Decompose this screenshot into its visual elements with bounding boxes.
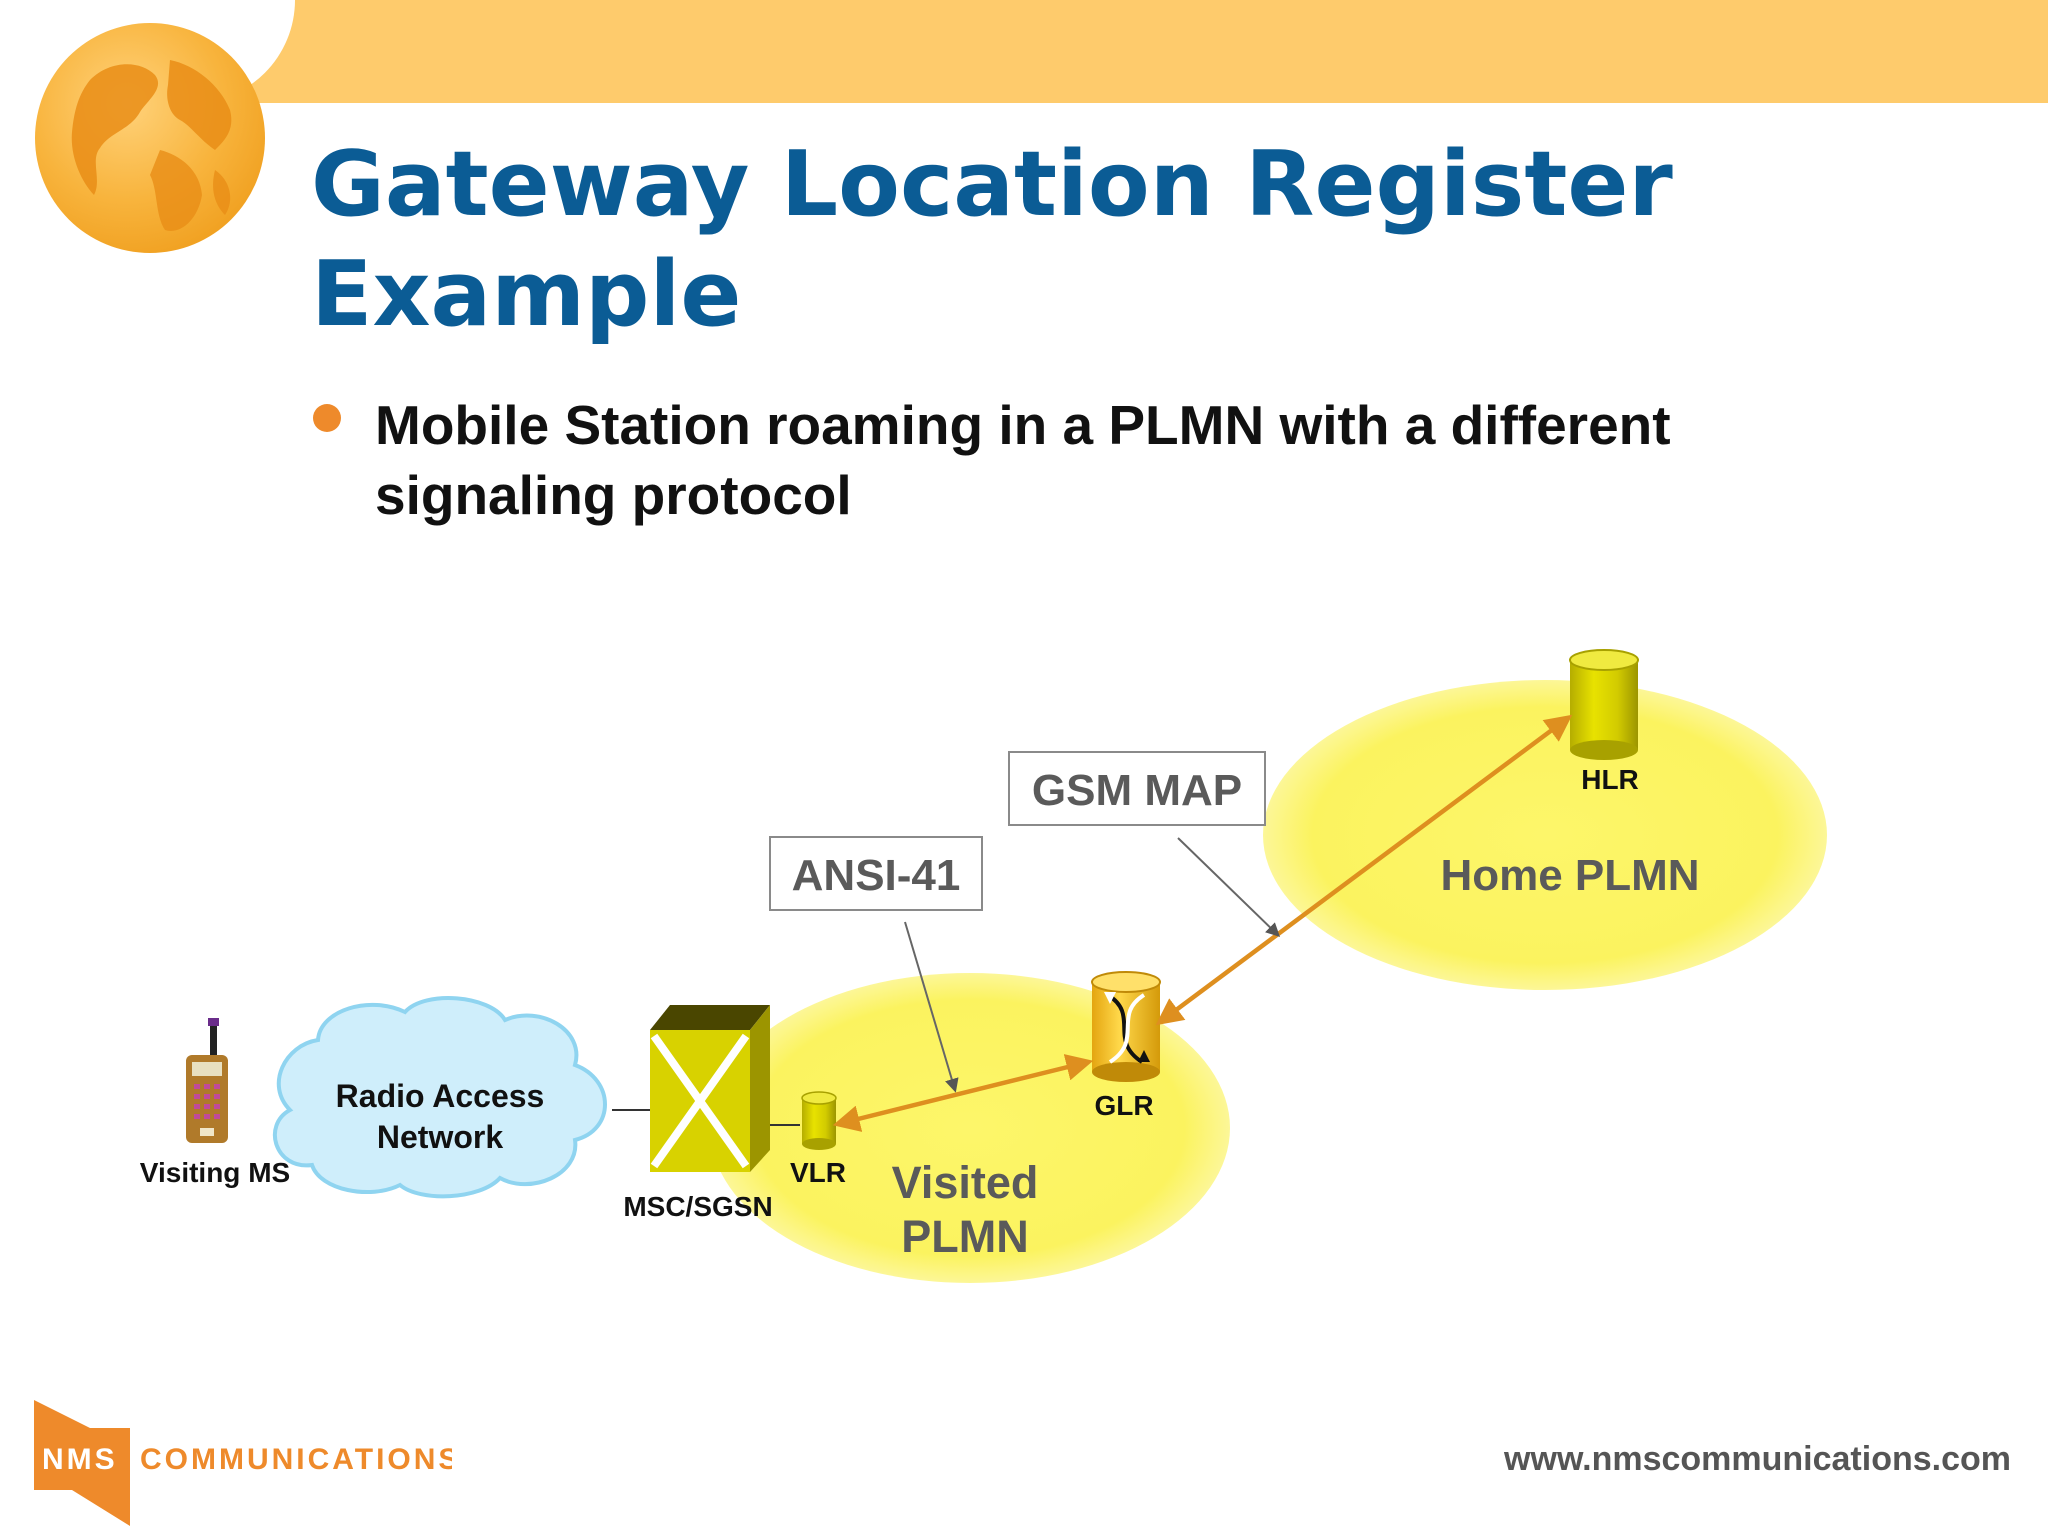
bullet-line-1: Mobile Station roaming in a PLMN with a … xyxy=(375,394,1671,456)
gsm-map-pointer xyxy=(1177,837,1281,937)
glr-label: GLR xyxy=(1094,1090,1153,1121)
visiting-ms-label: Visiting MS xyxy=(140,1157,290,1188)
ansi-41-box xyxy=(769,836,983,911)
vlr-glr-link xyxy=(832,1054,1094,1132)
bullet-line-2: signaling protocol xyxy=(375,464,852,526)
vlr-label: VLR xyxy=(790,1157,846,1188)
vlr-database-icon xyxy=(801,1091,837,1150)
page-title: Gateway Location Register Example xyxy=(311,130,1811,350)
visited-plmn-label-line-1: Visited xyxy=(892,1157,1039,1208)
hlr-database-icon xyxy=(1569,649,1639,760)
gsm-map-label: GSM MAP xyxy=(1032,766,1242,815)
visited-plmn-label-line-2: PLMN xyxy=(901,1211,1029,1262)
mobile-phone-icon xyxy=(186,1018,228,1143)
globe-icon xyxy=(35,23,265,253)
footer-url: www.nmscommunications.com xyxy=(1504,1440,2011,1478)
glr-gateway-icon xyxy=(1091,971,1161,1082)
logo-nms-text: NMS xyxy=(42,1443,118,1476)
ansi-41-label: ANSI-41 xyxy=(792,851,961,900)
msc-sgsn-switch-icon xyxy=(650,1005,770,1172)
logo-communications-text: COMMUNICATIONS xyxy=(140,1443,452,1476)
bullet-icon xyxy=(313,404,341,432)
home-plmn-area xyxy=(1263,680,1827,990)
msc-sgsn-label: MSC/SGSN xyxy=(623,1191,772,1222)
bullet-text: Mobile Station roaming in a PLMN with a … xyxy=(375,390,1875,530)
hlr-label: HLR xyxy=(1581,764,1639,795)
header-band xyxy=(0,0,2048,103)
title-line-1: Gateway Location Register xyxy=(311,132,1673,237)
ansi-41-pointer xyxy=(904,921,959,1093)
home-plmn-label: Home PLMN xyxy=(1440,851,1699,900)
ran-label-line-2: Network xyxy=(377,1119,503,1155)
glr-hlr-link xyxy=(1155,714,1573,1026)
ran-label-line-1: Radio Access xyxy=(336,1078,545,1114)
nms-communications-logo: NMS COMMUNICATIONS xyxy=(34,1400,452,1526)
title-line-2: Example xyxy=(311,242,742,347)
radio-access-network-cloud xyxy=(272,996,607,1199)
gsm-map-box xyxy=(1008,751,1266,826)
